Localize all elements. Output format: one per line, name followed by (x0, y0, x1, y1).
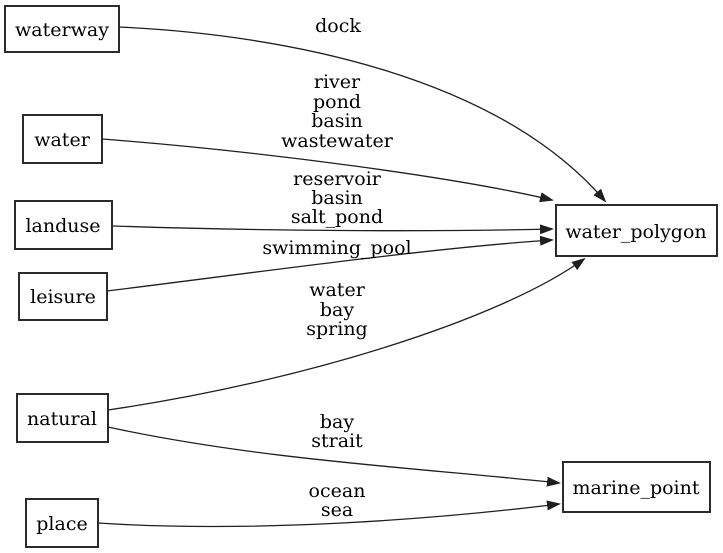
node-water_polygon-label: water_polygon (565, 221, 706, 243)
edge-label-swimming_pool: swimming_pool (262, 237, 411, 259)
node-natural-box (16, 393, 109, 443)
node-leisure-box (18, 272, 108, 321)
edge-labels: dock river pond basin wastewater reservo… (262, 15, 411, 521)
svg-text:spring: spring (306, 318, 367, 340)
edge-natural-to-marine_point (107, 426, 561, 487)
node-natural-label: natural (27, 408, 97, 430)
svg-text:basin: basin (311, 110, 363, 132)
svg-text:salt_pond: salt_pond (291, 206, 383, 228)
svg-text:river: river (314, 71, 361, 93)
node-water_polygon-box (555, 204, 718, 257)
nodes: waterway water landuse leisure natural p… (4, 5, 718, 548)
node-marine_point-label: marine_point (572, 477, 699, 499)
node-landuse-box (14, 200, 113, 250)
node-landuse: landuse (14, 200, 113, 250)
node-water-box (22, 114, 103, 164)
edge-label-reservoir-basin-salt_pond: reservoir basin salt_pond (291, 168, 383, 228)
edge-label-ocean-sea: ocean sea (309, 480, 366, 521)
edge-water-to-water_polygon (101, 138, 554, 203)
node-marine_point-box (562, 461, 711, 513)
svg-text:bay: bay (320, 299, 354, 321)
node-place-box (25, 498, 99, 548)
node-water_polygon: water_polygon (555, 204, 718, 257)
edge-label-water-bay-spring: water bay spring (306, 279, 367, 340)
svg-text:ocean: ocean (309, 480, 366, 502)
edge-place-to-marine_point (97, 500, 561, 528)
node-place: place (25, 498, 99, 548)
node-water-label: water (34, 129, 90, 151)
node-natural: natural (16, 393, 109, 443)
svg-text:swimming_pool: swimming_pool (262, 237, 411, 259)
node-waterway: waterway (4, 5, 120, 53)
edge-label-dock: dock (315, 15, 361, 37)
svg-text:wastewater: wastewater (281, 130, 394, 152)
edge-waterway-to-water_polygon (118, 26, 607, 203)
svg-text:bay: bay (320, 411, 354, 433)
svg-text:reservoir: reservoir (293, 168, 382, 190)
node-waterway-box (4, 5, 120, 53)
edge-natural-to-water_polygon (107, 257, 586, 411)
edge-label-river-pond-basin-wastewater: river pond basin wastewater (281, 71, 394, 152)
svg-text:pond: pond (313, 91, 361, 113)
node-leisure: leisure (18, 272, 108, 321)
node-place-label: place (36, 513, 87, 535)
node-leisure-label: leisure (30, 286, 96, 308)
svg-text:strait: strait (311, 430, 363, 452)
node-water: water (22, 114, 103, 164)
edge-landuse-to-water_polygon (112, 224, 554, 235)
svg-text:water: water (309, 279, 365, 301)
node-landuse-label: landuse (25, 215, 100, 237)
svg-text:sea: sea (321, 499, 353, 521)
edge-label-bay-strait: bay strait (311, 411, 363, 452)
node-marine_point: marine_point (562, 461, 711, 513)
svg-text:basin: basin (311, 187, 363, 209)
edges (97, 26, 607, 528)
svg-text:dock: dock (315, 15, 361, 37)
edge-leisure-to-water_polygon (106, 235, 554, 292)
node-waterway-label: waterway (15, 19, 109, 41)
